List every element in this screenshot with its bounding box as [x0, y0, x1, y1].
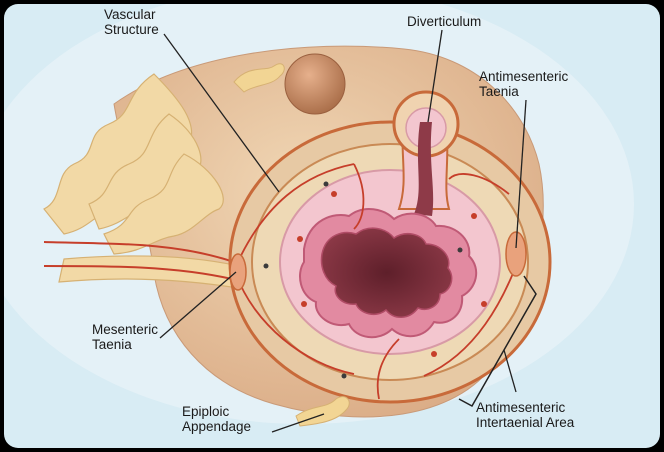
mesenteric-taenia-band [229, 253, 247, 291]
label-antimesenteric-intertaenial-area: Antimesenteric Intertaenial Area [476, 400, 575, 430]
wall-nodes [263, 181, 463, 379]
mesenteric-vessels [43, 241, 235, 280]
leader-epiploic-appendage [271, 413, 325, 433]
colon-cross-section-illustration [4, 4, 660, 448]
diagram-frame: Vascular Structure Diverticulum Antimese… [4, 4, 660, 448]
antimesenteric-taenia-band [505, 231, 527, 277]
leader-lines [159, 29, 527, 433]
leader-intertaenial-area [503, 349, 517, 393]
label-epiploic-appendage: Epiploic Appendage [182, 404, 252, 434]
leader-mesenteric-taenia [159, 271, 237, 339]
upper-epiploic-appendage [233, 63, 285, 93]
diverticulum-lumen [414, 122, 434, 216]
label-antimesenteric-taenia: Antimesenteric Taenia [479, 69, 569, 99]
leader-antimesenteric-taenia [515, 99, 527, 249]
label-diverticulum: Diverticulum [407, 14, 482, 29]
vessel-dots [297, 191, 487, 357]
surface-diverticulum [284, 53, 346, 115]
leader-diverticulum [427, 29, 443, 123]
label-vascular-structure: Vascular Structure [104, 7, 159, 37]
mesentery-folds [43, 73, 245, 290]
label-mesenteric-taenia: Mesenteric Taenia [92, 322, 159, 352]
leader-vascular-structure [163, 33, 280, 193]
colon-lumen [320, 227, 453, 318]
